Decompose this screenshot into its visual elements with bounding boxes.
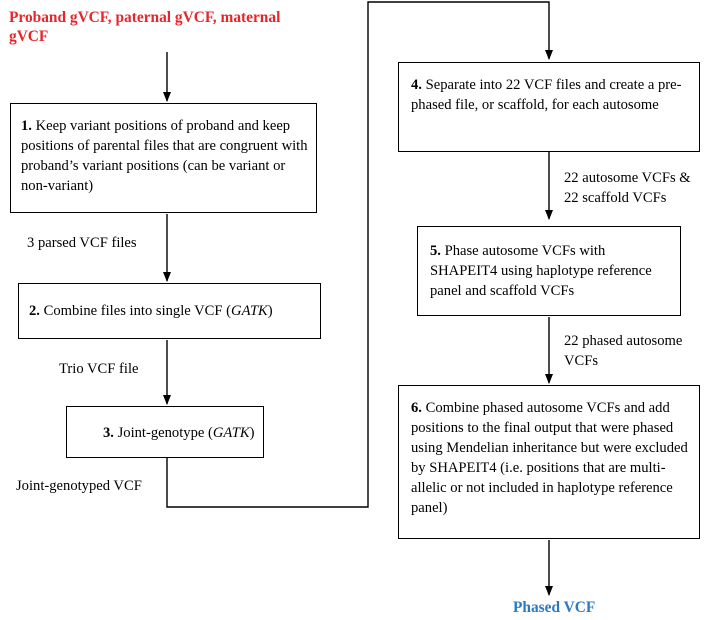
edge-label-joint-genotyped: Joint-genotyped VCF	[16, 478, 142, 494]
edge-label-trio: Trio VCF file	[59, 361, 139, 377]
edge-label-autosome-1: 22 autosome VCFs &	[564, 170, 691, 186]
input-title: Proband gVCF, paternal gVCF, maternal gV…	[9, 9, 281, 45]
step-6-text: Combine phased autosome VCFs and add pos…	[411, 400, 688, 516]
step-6-box: 6. Combine phased autosome VCFs and add …	[398, 385, 700, 539]
step-1-number: 1.	[21, 118, 32, 134]
step-2-text: Combine files into single VCF (	[39, 303, 232, 319]
step-3-number: 3.	[103, 425, 114, 441]
step-1-text: Keep variant positions of proband and ke…	[21, 118, 308, 194]
edge-label-phased-2: VCFs	[564, 353, 599, 369]
step-3-box: 3. Joint-genotype (GATK)	[66, 406, 264, 458]
step-5-number: 5.	[430, 243, 441, 259]
step-4-text: Separate into 22 VCF files and create a …	[411, 77, 682, 113]
step-2-number: 2.	[29, 303, 40, 319]
step-6-number: 6.	[411, 400, 422, 416]
step-2-tool: GATK	[231, 303, 268, 319]
step-4-number: 4.	[411, 77, 422, 93]
edge-label-autosome-2: 22 scaffold VCFs	[564, 190, 667, 206]
step-3-text: Joint-genotype (	[113, 425, 213, 441]
step-5-box: 5. Phase autosome VCFs with SHAPEIT4 usi…	[417, 226, 681, 316]
step-5-text: Phase autosome VCFs with SHAPEIT4 using …	[430, 243, 652, 299]
step-3-tool: GATK	[212, 425, 250, 441]
output-title: Phased VCF	[513, 599, 596, 616]
step-1-box: 1. Keep variant positions of proband and…	[10, 103, 317, 213]
step-4-box: 4. Separate into 22 VCF files and create…	[398, 62, 700, 152]
connector-step3-to-step4	[166, 1, 553, 508]
step-2-box: 2. Combine files into single VCF (GATK)	[18, 283, 321, 339]
edge-label-parsed: 3 parsed VCF files	[27, 235, 137, 251]
edge-label-phased-1: 22 phased autosome	[564, 333, 683, 349]
step-3-suffix: )	[249, 425, 255, 441]
step-2-suffix: )	[267, 303, 273, 319]
